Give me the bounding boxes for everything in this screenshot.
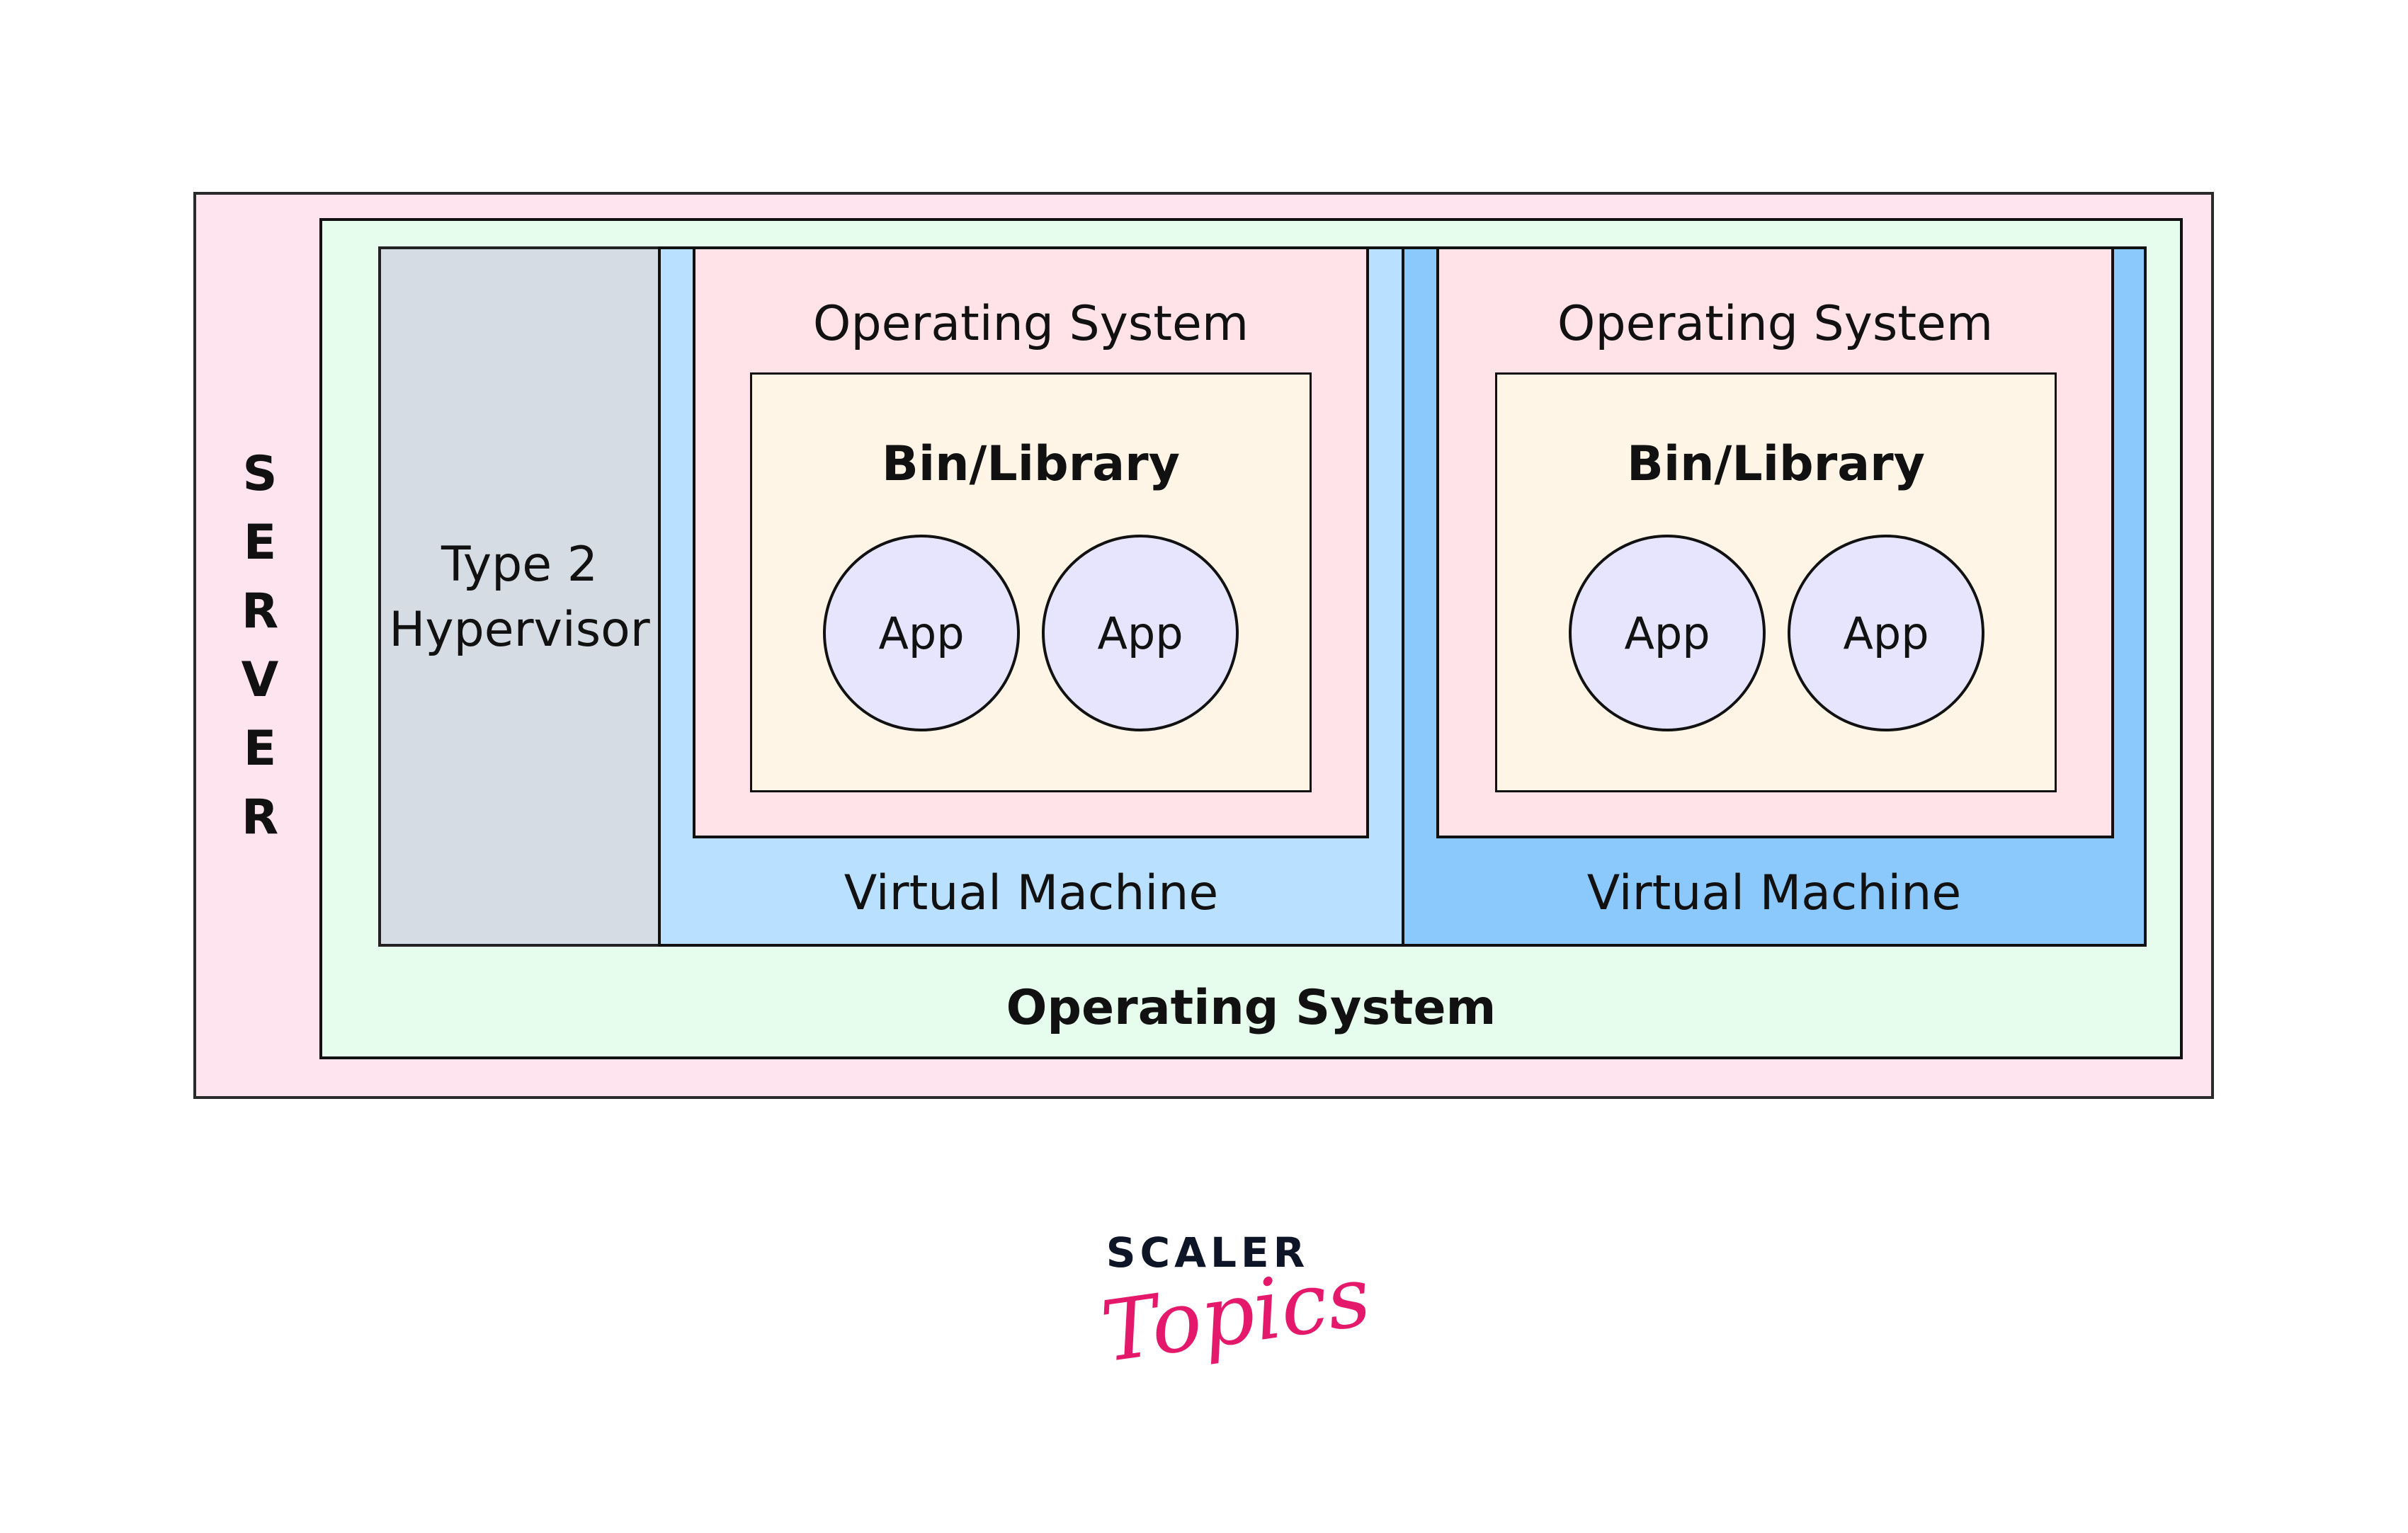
server-label-letter: V bbox=[241, 652, 279, 708]
server-label-letter: E bbox=[243, 721, 277, 777]
server-label-letter: R bbox=[241, 790, 279, 845]
app-label: App bbox=[1624, 607, 1710, 659]
app-circle: App bbox=[1569, 535, 1766, 731]
bin-library-2-box bbox=[1495, 372, 2057, 792]
server-label-letter: R bbox=[241, 583, 279, 639]
host-os-label: Operating System bbox=[1006, 980, 1497, 1036]
bin-library-1-label: Bin/Library bbox=[882, 436, 1180, 492]
app-circle: App bbox=[823, 535, 1020, 731]
hypervisor-label: Type 2 Hypervisor bbox=[378, 532, 661, 663]
server-label-letter: E bbox=[243, 515, 277, 571]
app-label: App bbox=[1843, 607, 1929, 659]
scaler-logo-text: SCALER bbox=[1106, 1229, 1310, 1277]
app-label: App bbox=[878, 607, 965, 659]
app-label: App bbox=[1097, 607, 1183, 659]
app-circle: App bbox=[1042, 535, 1239, 731]
app-circle: App bbox=[1788, 535, 1984, 731]
bin-library-2-label: Bin/Library bbox=[1627, 436, 1925, 492]
virtual-machine-2-label: Virtual Machine bbox=[1586, 865, 1962, 921]
type2-hypervisor-box bbox=[378, 246, 661, 947]
bin-library-1-box bbox=[750, 372, 1312, 792]
hypervisor-label-line2: Hypervisor bbox=[389, 601, 650, 658]
guest-os-2-label: Operating System bbox=[1557, 296, 1994, 352]
server-label-letter: S bbox=[242, 446, 278, 502]
virtual-machine-1-label: Virtual Machine bbox=[844, 865, 1219, 921]
hypervisor-label-line1: Type 2 bbox=[441, 537, 598, 593]
guest-os-1-label: Operating System bbox=[812, 296, 1249, 352]
